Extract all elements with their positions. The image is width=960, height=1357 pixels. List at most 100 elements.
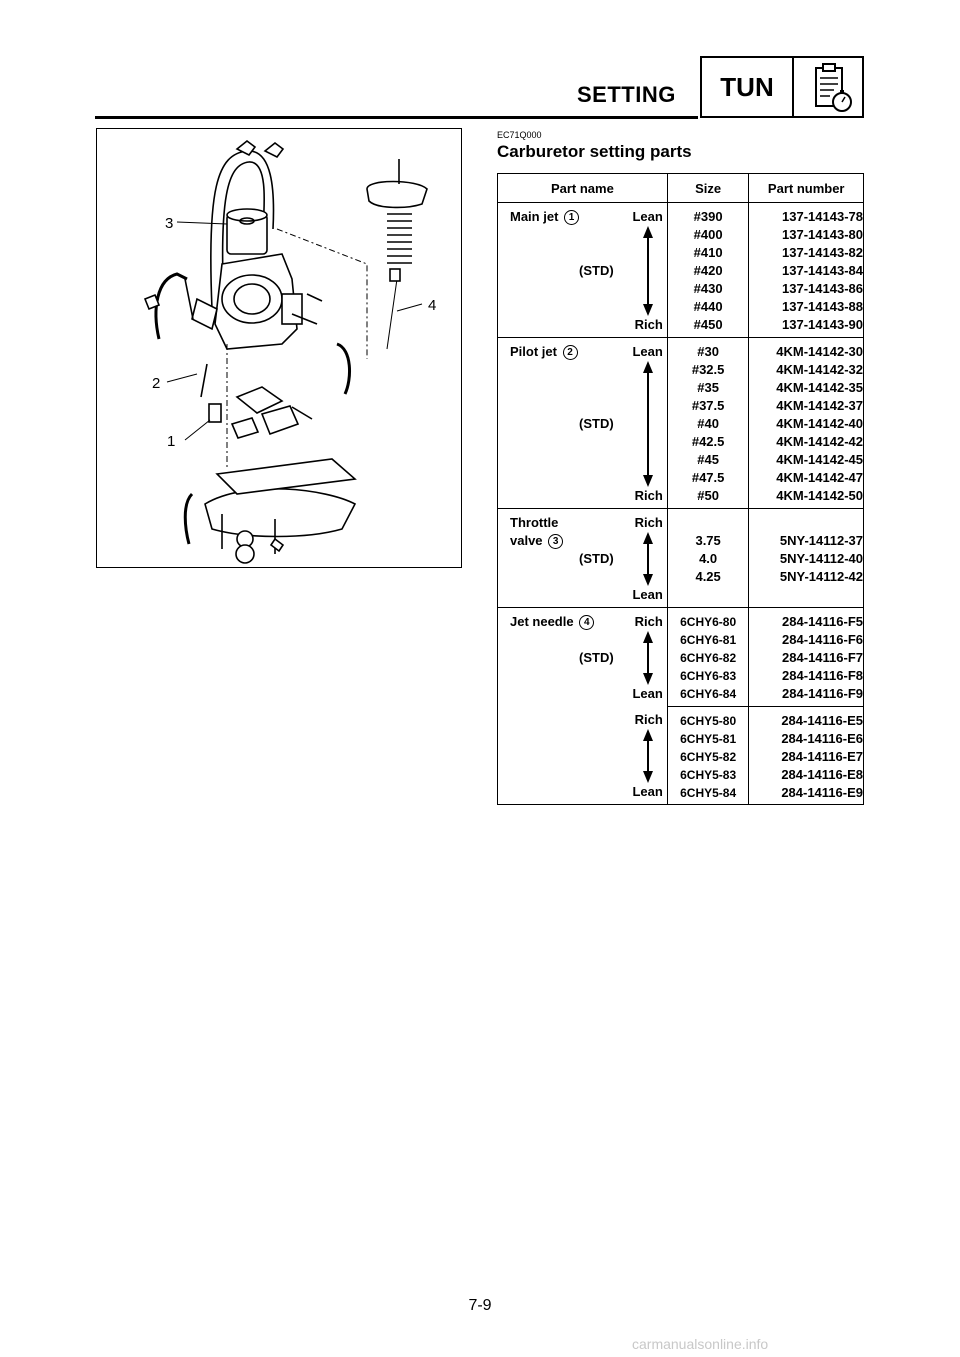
jet-needle-2-part-number: 284-14116-E9 <box>781 784 863 800</box>
double-arrow-icon <box>643 361 653 487</box>
section-title: Carburetor setting parts <box>497 142 692 161</box>
main-jet-part-number: 137-14143-86 <box>782 281 863 296</box>
jet-needle-2-part-number: 284-14116-E7 <box>781 748 863 764</box>
jet-needle-size: 6CHY6-82 <box>680 651 737 665</box>
page-number: 7-9 <box>468 1297 492 1314</box>
ref-3-icon: 3 <box>548 534 564 549</box>
main-jet-size: #450 <box>693 317 723 332</box>
main-jet-std-label: (STD) <box>579 263 614 278</box>
jet-needle-2-part-number: 284-14116-E6 <box>781 730 863 746</box>
main-jet-part-number: 137-14143-78 <box>782 209 863 224</box>
callout-3: 3 <box>165 215 173 232</box>
table-row-main-jet: Main jet 1 Lean (STD) Rich #390 #400 #41… <box>497 202 864 338</box>
pilot-jet-size: #32.5 <box>691 362 725 377</box>
jet-needle-size: 6CHY6-81 <box>680 633 737 647</box>
callout-4: 4 <box>428 297 436 314</box>
pilot-jet-part-number: 4KM-14142-35 <box>776 380 863 395</box>
main-jet-part-number: 137-14143-80 <box>782 227 863 242</box>
main-jet-size: #430 <box>693 281 723 296</box>
jet-needle-label: Jet needle 4 <box>510 613 595 631</box>
main-jet-size: #420 <box>693 263 723 278</box>
pilot-jet-size: #47.5 <box>691 470 725 485</box>
main-jet-bottom-label: Rich <box>634 317 663 332</box>
jet-needle-2-part-number: 284-14116-E5 <box>781 712 863 728</box>
pilot-jet-size: #50 <box>697 488 719 503</box>
pilot-jet-part-number: 4KM-14142-50 <box>776 488 863 503</box>
throttle-valve-part-number: 5NY-14112-40 <box>779 551 863 566</box>
jet-needle-2-size: 6CHY5-83 <box>680 767 737 782</box>
pilot-jet-size: #45 <box>697 452 719 467</box>
main-jet-size: #390 <box>693 209 723 224</box>
jet-needle-2-name-cell: Rich Lean <box>498 706 667 804</box>
jet-needle-part-number: 284-14116-F9 <box>782 686 863 701</box>
carburetor-parts-table: Part name Size Part number Main jet 1 Le… <box>497 173 864 805</box>
page-header-title: SETTING <box>577 82 676 107</box>
main-jet-part-number: 137-14143-90 <box>782 317 863 332</box>
pilot-jet-size: #42.5 <box>691 434 725 449</box>
pilot-jet-size: #35 <box>697 380 719 395</box>
main-jet-size: #400 <box>693 227 723 242</box>
table-row-jet-needle: Jet needle 4 Rich (STD) Lean 6CHY6-80 6C… <box>497 607 864 707</box>
jet-needle-part-number: 284-14116-F5 <box>782 614 863 629</box>
table-row-pilot-jet: Pilot jet 2 Lean (STD) Rich #30 #32.5 #3… <box>497 337 864 509</box>
carburetor-illustration: 1 2 3 4 <box>143 139 436 564</box>
main-jet-size: #440 <box>693 299 723 314</box>
pilot-jet-part-number: 4KM-14142-32 <box>776 362 863 377</box>
throttle-valve-label-line2: valve 3 <box>510 532 564 550</box>
pilot-jet-top-label: Lean <box>632 344 663 359</box>
callout-1: 1 <box>167 433 175 450</box>
jet-needle-bottom-label: Lean <box>632 686 663 701</box>
double-arrow-icon <box>643 729 653 783</box>
pilot-jet-label: Pilot jet 2 <box>510 343 578 361</box>
badge-divider <box>792 58 794 116</box>
pilot-jet-name-cell: Pilot jet 2 Lean (STD) Rich <box>498 338 667 508</box>
throttle-valve-bottom-label: Lean <box>632 587 663 602</box>
jet-needle-name-cell: Jet needle 4 Rich (STD) Lean <box>498 608 667 706</box>
throttle-valve-std-label: (STD) <box>579 551 614 566</box>
table-header-row: Part name Size Part number <box>497 173 864 203</box>
jet-needle-2-bottom-label: Lean <box>632 784 663 799</box>
main-jet-part-number: 137-14143-82 <box>782 245 863 260</box>
jet-needle-2-size: 6CHY5-80 <box>680 713 737 728</box>
pilot-jet-part-number: 4KM-14142-45 <box>776 452 863 467</box>
watermark: carmanualsonline.info <box>632 1336 769 1352</box>
pilot-jet-part-number: 4KM-14142-37 <box>776 398 863 413</box>
clipboard-stopwatch-icon <box>815 63 852 112</box>
jet-needle-2-size: 6CHY5-84 <box>680 785 737 800</box>
jet-needle-part-number: 284-14116-F6 <box>782 632 863 647</box>
pilot-jet-bottom-label: Rich <box>634 488 663 503</box>
main-jet-label: Main jet 1 <box>510 208 580 226</box>
throttle-valve-top-label: Rich <box>634 515 663 530</box>
pilot-jet-part-number: 4KM-14142-42 <box>776 434 863 449</box>
pilot-jet-size: #30 <box>697 344 719 359</box>
double-arrow-icon <box>643 532 653 586</box>
table-row-throttle-valve: Throttle valve 3 Rich (STD) Lean 3.75 4.… <box>497 508 864 608</box>
double-arrow-icon <box>643 226 653 316</box>
tun-label: TUN <box>720 72 774 102</box>
document-code: EC71Q000 <box>497 130 542 140</box>
throttle-valve-part-number: 5NY-14112-42 <box>779 569 863 584</box>
table-row-jet-needle-2: Rich Lean 6CHY5-80 6CHY5-81 6CHY5-82 6CH… <box>497 705 864 805</box>
pilot-jet-part-number: 4KM-14142-30 <box>776 344 863 359</box>
throttle-valve-size: 3.75 <box>695 533 721 548</box>
jet-needle-2-size: 6CHY5-81 <box>680 731 737 746</box>
jet-needle-size: 6CHY6-83 <box>680 669 737 683</box>
header-rule <box>95 116 698 119</box>
header-part-name: Part name <box>497 173 668 203</box>
jet-needle-size: 6CHY6-80 <box>680 615 737 629</box>
main-jet-size: #410 <box>693 245 723 260</box>
pilot-jet-size: #37.5 <box>691 398 725 413</box>
jet-needle-part-number: 284-14116-F7 <box>782 650 863 665</box>
ref-1-icon: 1 <box>564 210 580 225</box>
main-jet-name-cell: Main jet 1 Lean (STD) Rich <box>498 203 667 337</box>
double-arrow-icon <box>643 631 653 685</box>
throttle-valve-size: 4.0 <box>699 551 718 566</box>
main-jet-top-label: Lean <box>632 209 663 224</box>
throttle-valve-part-number: 5NY-14112-37 <box>779 533 863 548</box>
jet-needle-top-label: Rich <box>634 614 663 629</box>
pilot-jet-std-label: (STD) <box>579 416 614 431</box>
jet-needle-part-number: 284-14116-F8 <box>782 668 863 683</box>
pilot-jet-part-number: 4KM-14142-40 <box>776 416 863 431</box>
jet-needle-std-label: (STD) <box>579 650 614 665</box>
pilot-jet-part-number: 4KM-14142-47 <box>776 470 863 485</box>
